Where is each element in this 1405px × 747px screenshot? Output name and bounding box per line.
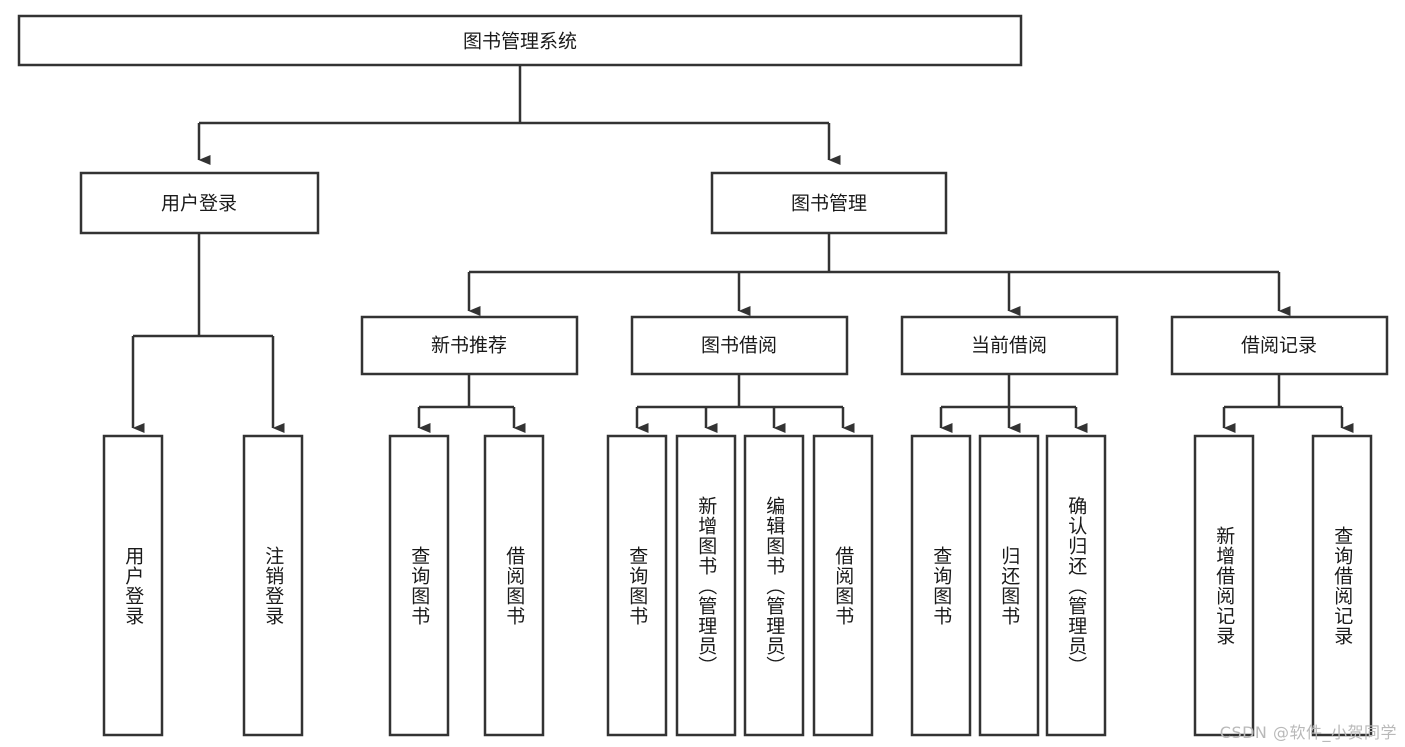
- node-user-login-label: 用户登录: [161, 193, 237, 215]
- node-book-manage-label: 图书管理: [791, 193, 867, 215]
- leaf-add-record-box[interactable]: [1193, 434, 1255, 737]
- node-new-book-recommend-label: 新书推荐: [431, 335, 507, 357]
- node-user-login-box[interactable]: [79, 171, 320, 235]
- leaf-query-book-3-box[interactable]: [910, 434, 972, 737]
- node-current-borrow[interactable]: 当前借阅: [900, 315, 1119, 376]
- node-root-box[interactable]: [17, 14, 1023, 67]
- node-borrow-record-label: 借阅记录: [1241, 335, 1317, 357]
- node-borrow-record[interactable]: 借阅记录: [1170, 315, 1389, 376]
- csdn-watermark: CSDN @软件_小贺同学: [1219, 723, 1397, 742]
- leaf-query-record-box[interactable]: [1311, 434, 1373, 737]
- node-borrow-record-box[interactable]: [1170, 315, 1389, 376]
- node-current-borrow-box[interactable]: [900, 315, 1119, 376]
- node-new-book-recommend-box[interactable]: [360, 315, 579, 376]
- leaf-user-logout-box[interactable]: [242, 434, 304, 737]
- leaf-borrow-book-1-box[interactable]: [483, 434, 545, 737]
- leaf-return-book-box[interactable]: [978, 434, 1040, 737]
- leaf-add-book-box[interactable]: [675, 434, 737, 737]
- node-book-borrow-box[interactable]: [630, 315, 849, 376]
- node-book-borrow-label: 图书借阅: [701, 335, 777, 357]
- leaf-edit-book-box[interactable]: [743, 434, 805, 737]
- node-user-login[interactable]: 用户登录: [79, 171, 320, 235]
- leaf-box-layer: [102, 434, 1373, 737]
- leaf-confirm-return-box[interactable]: [1045, 434, 1107, 737]
- leaf-query-book-2-box[interactable]: [606, 434, 668, 737]
- leaf-user-login-box[interactable]: [102, 434, 164, 737]
- node-new-book-recommend[interactable]: 新书推荐: [360, 315, 579, 376]
- node-book-borrow[interactable]: 图书借阅: [630, 315, 849, 376]
- node-root[interactable]: 图书管理系统: [17, 14, 1023, 67]
- leaf-query-book-1-box[interactable]: [388, 434, 450, 737]
- node-book-manage-box[interactable]: [710, 171, 948, 235]
- node-root-label: 图书管理系统: [463, 31, 577, 53]
- node-current-borrow-label: 当前借阅: [971, 335, 1047, 357]
- node-book-manage[interactable]: 图书管理: [710, 171, 948, 235]
- connector-layer: [131, 65, 1354, 433]
- leaf-borrow-book-2-box[interactable]: [812, 434, 874, 737]
